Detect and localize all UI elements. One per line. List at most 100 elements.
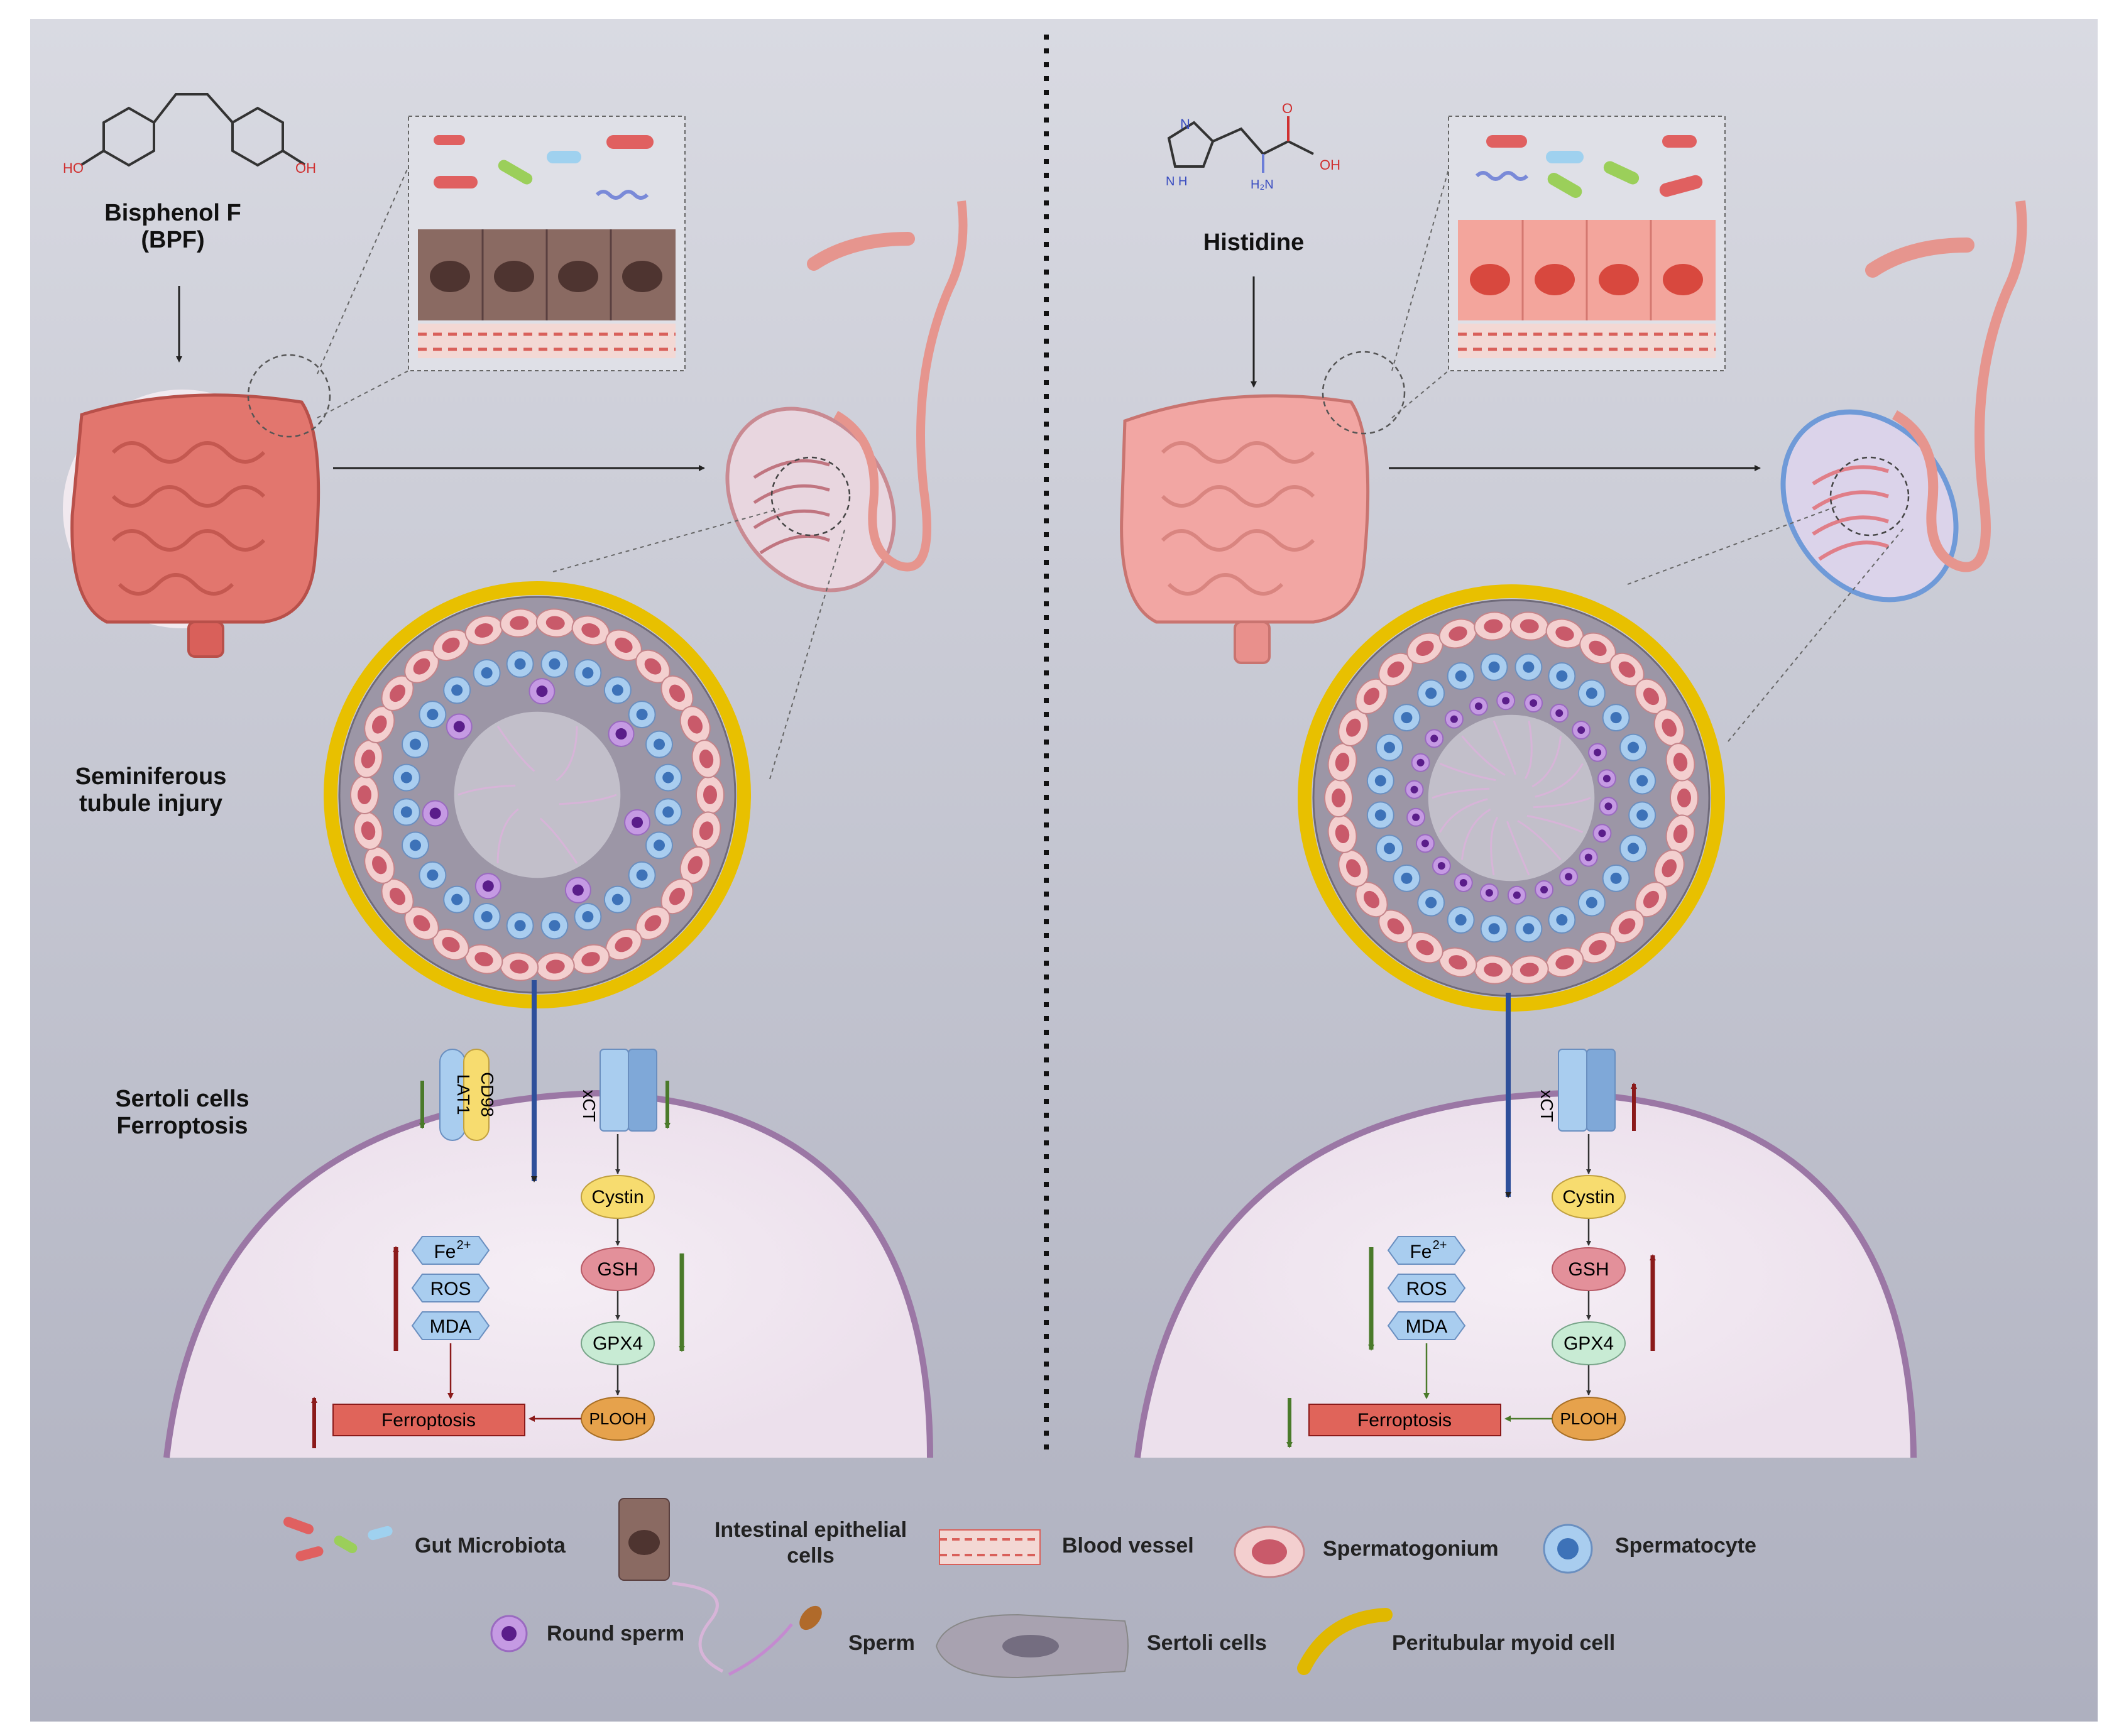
- round-sperm-nucleus: [1485, 888, 1493, 897]
- zoom-line: [769, 527, 846, 780]
- legend-sperm-label: Sperm: [848, 1631, 915, 1655]
- legend-epithelial-line2: cells: [787, 1543, 835, 1568]
- spermatocyte-nucleus: [1585, 687, 1597, 699]
- bpf-abbreviation: (BPF): [141, 226, 205, 253]
- lat1-label: LAT1: [454, 1074, 473, 1115]
- sperm-tail: [1439, 798, 1488, 833]
- spermatogonium-nucleus: [442, 637, 460, 653]
- round-sperm-nucleus: [1594, 748, 1602, 756]
- round-sperm-nucleus: [453, 721, 465, 733]
- spermatogonium-nucleus: [510, 959, 529, 974]
- sperm-tail: [1533, 797, 1591, 809]
- legend-spermatocyte-label: Spermatocyte: [1615, 1534, 1756, 1558]
- spermatogonium-nucleus: [361, 821, 376, 841]
- round-sperm-nucleus: [1598, 829, 1606, 838]
- spermatocyte-nucleus: [1636, 809, 1648, 821]
- spermatocyte-nucleus: [1585, 897, 1597, 909]
- spermatogonium-nucleus: [1643, 890, 1660, 909]
- ferroptosis-label-right: Ferroptosis: [1357, 1410, 1452, 1431]
- sperm-tail: [539, 817, 578, 864]
- tubule-label-line1: Seminiferous: [75, 763, 227, 790]
- sperm-tail: [556, 726, 578, 782]
- spermatocyte-nucleus: [409, 738, 421, 750]
- plooh-label-right: PLOOH: [1560, 1409, 1617, 1428]
- spermatocyte-nucleus: [636, 869, 648, 881]
- round-sperm-nucleus: [1410, 785, 1418, 794]
- legend-spermatogonium-label: Spermatogonium: [1323, 1537, 1499, 1561]
- legend-round-sperm-icon: [490, 1615, 528, 1652]
- spermatocyte-nucleus: [1383, 843, 1395, 854]
- sperm-tail: [1531, 736, 1562, 788]
- bpf-title: Bisphenol F (BPF): [94, 200, 251, 253]
- spermatogonium-nucleus: [1387, 661, 1405, 678]
- cystin-label-right: Cystin: [1562, 1187, 1614, 1208]
- spermatogonium-nucleus: [1662, 718, 1677, 737]
- legend-myoid-label: Peritubular myoid cell: [1392, 1631, 1616, 1655]
- legend-epithelial-label: Intestinal epithelial cells: [698, 1517, 924, 1569]
- sertoli-cell-left: [163, 1089, 933, 1458]
- spermatocyte-nucleus: [1628, 741, 1640, 753]
- spermatogonium-nucleus: [1643, 687, 1660, 706]
- sertoli-ferroptosis-label: Sertoli cells Ferroptosis: [94, 1086, 270, 1139]
- plooh-label-left: PLOOH: [589, 1409, 646, 1428]
- round-sperm-nucleus: [429, 807, 441, 819]
- spermatocyte-nucleus: [514, 920, 526, 932]
- legend: [283, 1498, 1593, 1679]
- spermatogonium-nucleus: [1589, 940, 1607, 956]
- round-sperm-nucleus: [1459, 878, 1467, 887]
- spermatocyte-nucleus: [400, 772, 412, 783]
- oh-left-label: HO: [63, 160, 84, 176]
- spermatocyte-nucleus: [1455, 914, 1467, 926]
- spermatogonium-nucleus: [1346, 718, 1361, 737]
- round-sperm-nucleus: [1555, 709, 1564, 718]
- round-sperm-nucleus: [1577, 726, 1585, 734]
- sperm-tail: [1432, 787, 1490, 799]
- gpx4-node-right: [1552, 1321, 1626, 1365]
- round-sperm-nucleus: [1412, 813, 1420, 821]
- spermatocyte-nucleus: [549, 658, 561, 670]
- spermatogonium-nucleus: [1449, 626, 1467, 641]
- mda-tag-left: [411, 1311, 490, 1340]
- lat1-cd98-transporter: LAT1 CD98: [439, 1049, 497, 1141]
- spermatogonium-nucleus: [1662, 859, 1677, 878]
- oh-right-label: OH: [295, 160, 316, 176]
- sperm-tail: [1461, 735, 1506, 776]
- sperm-tail: [1506, 821, 1530, 876]
- spermatogonium-nucleus: [389, 684, 406, 702]
- spermatogonium-nucleus: [687, 856, 703, 875]
- spermatocyte-nucleus: [1401, 712, 1413, 724]
- gsh-label-left: GSH: [597, 1259, 638, 1280]
- spermatogonium-nucleus: [1484, 963, 1503, 977]
- legend-gut-microbiota-label: Gut Microbiota: [415, 1534, 566, 1558]
- round-sperm-nucleus: [1421, 839, 1429, 848]
- sertoli-label-line2: Ferroptosis: [116, 1112, 248, 1139]
- spermatocyte-nucleus: [654, 839, 665, 851]
- spermatocyte-nucleus: [1488, 923, 1500, 935]
- round-sperm-nucleus: [1565, 873, 1573, 881]
- gpx4-label-left: GPX4: [593, 1333, 643, 1354]
- round-sperm-nucleus: [1584, 853, 1592, 861]
- ferroptosis-box-right: [1308, 1404, 1501, 1436]
- gpx4-node-left: [581, 1321, 655, 1365]
- spermatocyte-nucleus: [400, 806, 412, 818]
- spermatogonium-nucleus: [361, 749, 376, 768]
- round-sperm-nucleus: [1604, 802, 1613, 811]
- spermatogonium-nucleus: [474, 952, 493, 966]
- spermatogonium-nucleus: [413, 658, 430, 675]
- peritubular-myoid-layer: [1298, 584, 1725, 1012]
- bpf-structure: HO OH: [63, 93, 316, 176]
- mda-tag-right: [1387, 1311, 1466, 1340]
- zoom-line: [317, 370, 409, 418]
- spermatogonium-nucleus: [703, 785, 717, 804]
- spermatocyte-nucleus: [1556, 914, 1568, 926]
- spermatogonium-nucleus: [669, 684, 686, 702]
- spermatogonium-nucleus: [1673, 752, 1688, 772]
- spermatocyte-nucleus: [611, 684, 623, 696]
- sperm-tail: [1535, 763, 1584, 798]
- spermatocyte-nucleus: [611, 893, 623, 905]
- spermatogonium-nucleus: [1555, 955, 1574, 969]
- round-sperm-nucleus: [615, 728, 627, 740]
- zoom-line: [1391, 169, 1449, 371]
- sperm-tail: [1460, 808, 1491, 860]
